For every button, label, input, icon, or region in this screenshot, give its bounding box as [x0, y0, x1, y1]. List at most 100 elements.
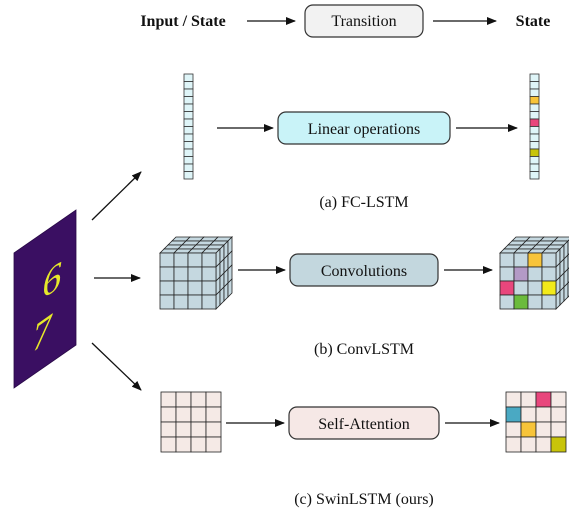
vector-cell: [529, 156, 540, 165]
cube-front-cell: [159, 294, 175, 310]
vector-cell: [183, 148, 194, 157]
vector-cell: [183, 103, 194, 112]
legend-transition-label: Transition: [331, 13, 396, 30]
vector-cell: [183, 81, 194, 90]
grid-cell: [535, 421, 552, 438]
mnist-background: [13, 209, 77, 389]
swin-operation-label: Self-Attention: [318, 416, 410, 433]
cube-front-cell: [499, 266, 515, 282]
cube-front-cell: [527, 252, 543, 268]
grid-cell: [175, 421, 192, 438]
vector-cell: [183, 96, 194, 105]
cube-front-cell: [513, 280, 529, 296]
vector-cell: [183, 111, 194, 120]
cube-front-cell: [541, 252, 557, 268]
grid-cell: [505, 406, 522, 423]
legend-output-label: State: [516, 13, 551, 30]
grid-cell: [505, 421, 522, 438]
legend-transition-box: [304, 4, 424, 38]
vector-cell: [183, 163, 194, 172]
grid-cell: [505, 436, 522, 453]
grid-cell: [190, 406, 207, 423]
vector-cell: [529, 126, 540, 135]
grid-cell: [550, 391, 567, 408]
grid-cell: [520, 391, 537, 408]
grid-cell: [205, 436, 222, 453]
vector-cell: [529, 133, 540, 142]
cube-front-cell: [187, 266, 203, 282]
legend-input-label: Input / State: [140, 13, 225, 30]
cube-front-cell: [187, 280, 203, 296]
cube-front-cell: [159, 266, 175, 282]
vector-cell: [183, 118, 194, 127]
conv-input-tensor: [159, 236, 233, 310]
grid-cell: [520, 406, 537, 423]
grid-cell: [190, 391, 207, 408]
vector-cell: [183, 171, 194, 180]
grid-cell: [505, 391, 522, 408]
vector-cell: [183, 73, 194, 82]
cube-front-cell: [173, 252, 189, 268]
mnist-digit-6: 6: [42, 253, 61, 308]
vector-cell: [183, 126, 194, 135]
grid-cell: [520, 436, 537, 453]
cube-side-cell: [227, 278, 233, 298]
arrow-to-fc: [91, 171, 142, 221]
grid-cell: [175, 406, 192, 423]
conv-operation-label: Convolutions: [321, 263, 407, 280]
cube-front-cell: [201, 294, 217, 310]
vector-cell: [529, 171, 540, 180]
vector-cell: [529, 118, 540, 127]
cube-front-cell: [513, 266, 529, 282]
cube-front-cell: [499, 294, 515, 310]
vector-cell: [529, 88, 540, 97]
grid-cell: [190, 436, 207, 453]
cube-front-cell: [527, 266, 543, 282]
cube-front-cell: [201, 252, 217, 268]
vector-cell: [183, 88, 194, 97]
fc-caption: (a) FC-LSTM: [319, 194, 408, 211]
mnist-digit-7: 7: [32, 305, 53, 362]
conv-output-tensor: [499, 236, 569, 310]
grid-cell: [160, 406, 177, 423]
vector-cell: [529, 111, 540, 120]
vector-cell: [183, 141, 194, 150]
grid-cell: [535, 436, 552, 453]
grid-cell: [160, 436, 177, 453]
grid-cell: [205, 406, 222, 423]
grid-cell: [190, 421, 207, 438]
cube-front-cell: [173, 266, 189, 282]
grid-cell: [550, 421, 567, 438]
cube-front-cell: [499, 280, 515, 296]
grid-cell: [160, 391, 177, 408]
vector-cell: [183, 133, 194, 142]
vector-cell: [529, 163, 540, 172]
grid-cell: [550, 436, 567, 453]
grid-cell: [205, 391, 222, 408]
mnist-input-image: 6 7: [13, 209, 77, 389]
conv-caption: (b) ConvLSTM: [314, 341, 414, 358]
cube-front-cell: [187, 294, 203, 310]
cube-front-cell: [173, 294, 189, 310]
arrow-to-swin: [91, 342, 142, 391]
cube-front-cell: [159, 280, 175, 296]
cube-front-cell: [499, 252, 515, 268]
fc-operation-label: Linear operations: [308, 121, 420, 138]
vector-cell: [183, 156, 194, 165]
vector-cell: [529, 73, 540, 82]
vector-cell: [529, 103, 540, 112]
swin-input-grid: [160, 391, 222, 453]
vector-cell: [529, 141, 540, 150]
vector-cell: [529, 148, 540, 157]
swin-operation-box: [288, 406, 440, 440]
cube-front-cell: [527, 294, 543, 310]
cube-front-cell: [541, 266, 557, 282]
cube-front-cell: [187, 252, 203, 268]
cube-front-cell: [527, 280, 543, 296]
vector-cell: [529, 81, 540, 90]
swin-output-grid: [505, 391, 567, 453]
cube-front-cell: [173, 280, 189, 296]
fc-operation-box: [277, 111, 451, 145]
cube-front-cell: [513, 252, 529, 268]
